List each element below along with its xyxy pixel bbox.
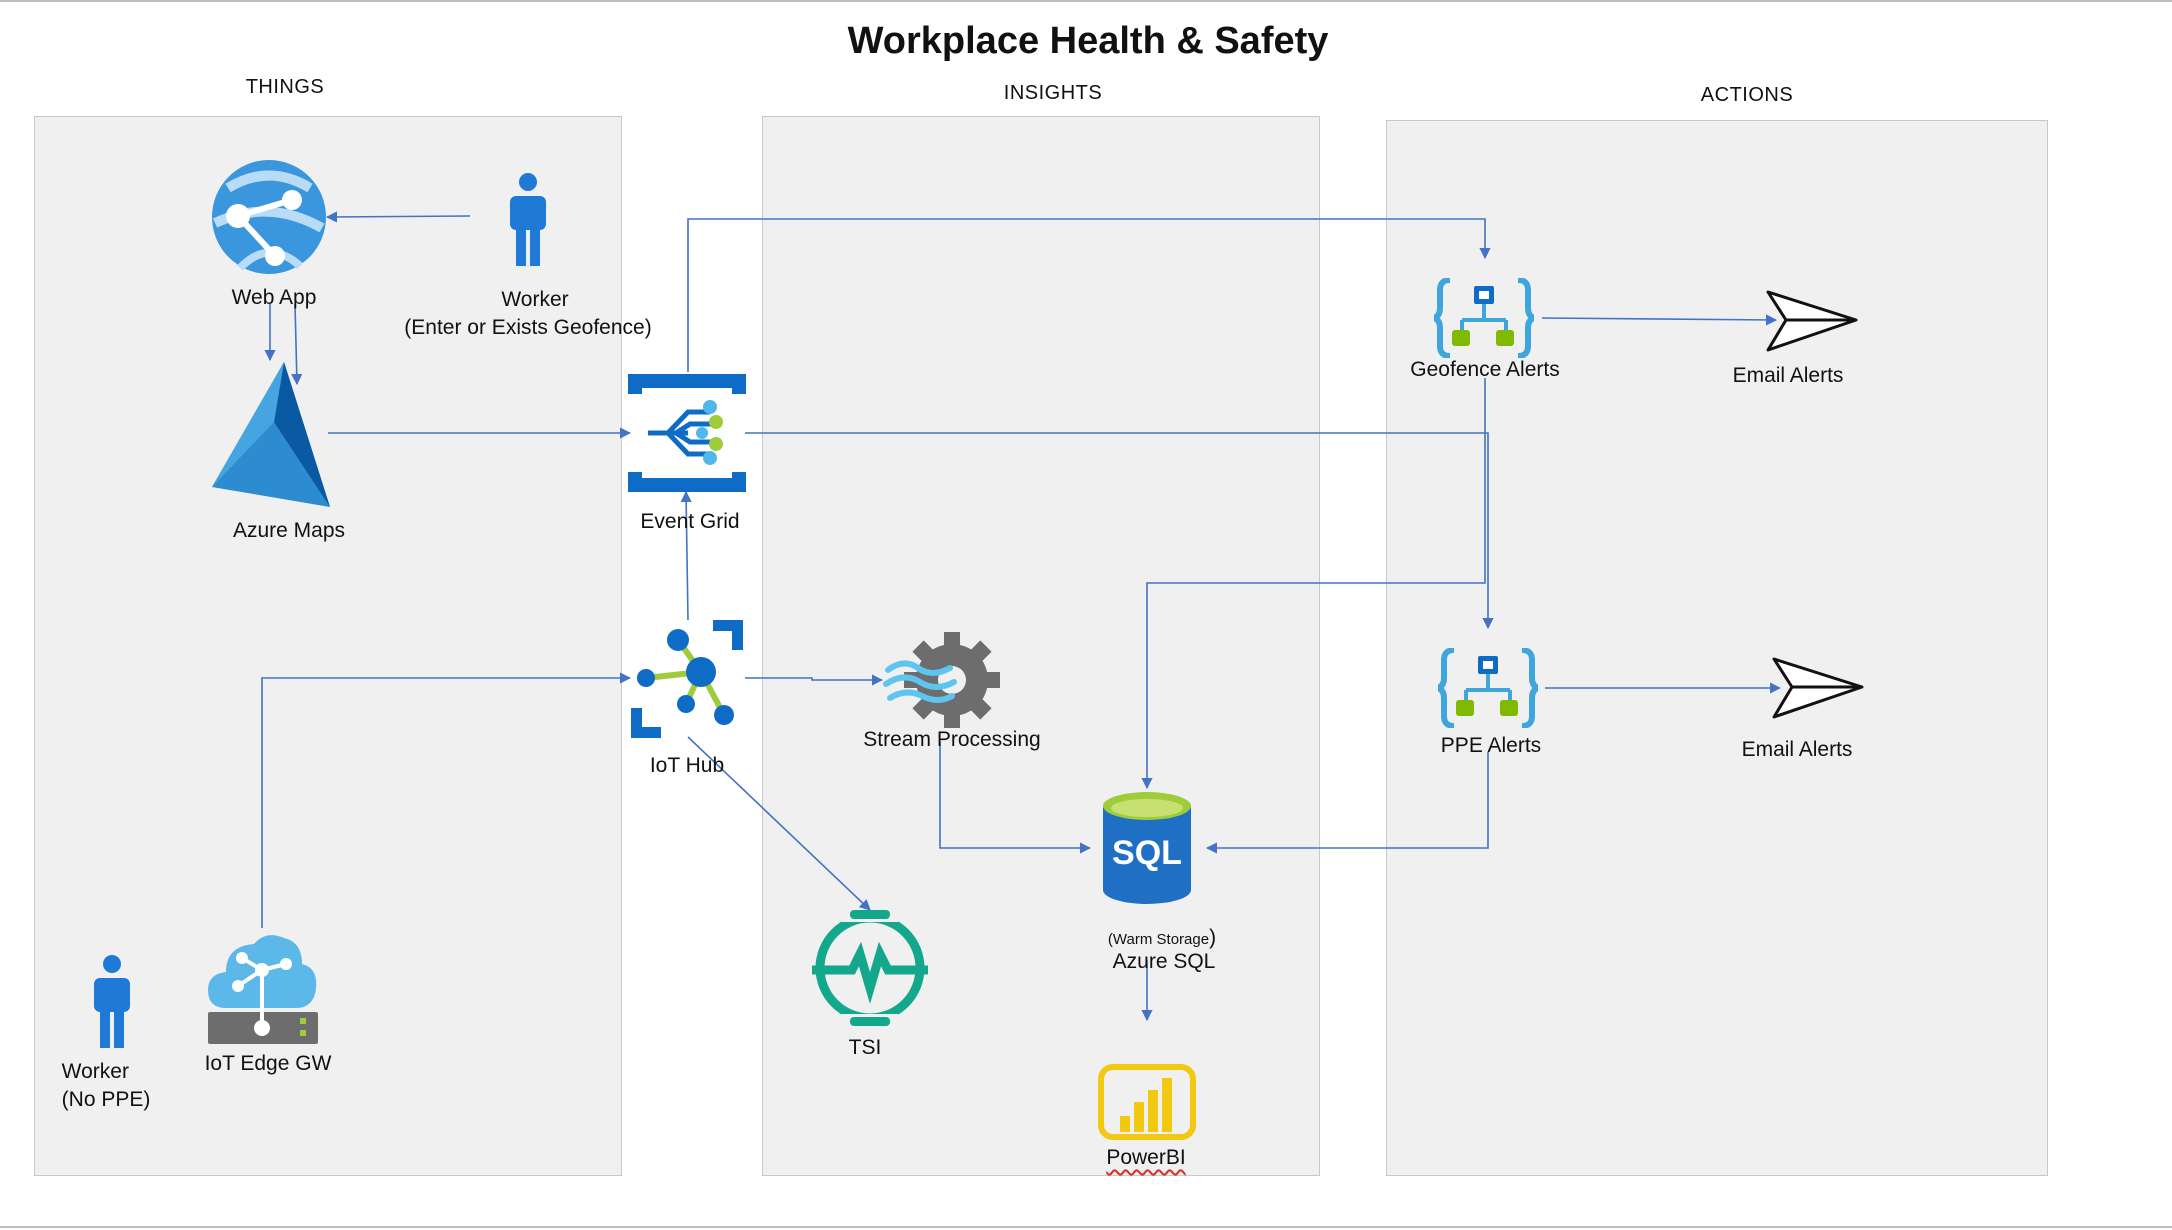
iot-edge-gw-label: IoT Edge GW — [204, 1052, 332, 1075]
iot-hub-icon — [631, 620, 743, 738]
worker-no-ppe-label: Worker (No PPE) — [62, 1058, 151, 1115]
worker-geofence-name: Worker — [501, 288, 569, 311]
worker-no-ppe-name: Worker — [61, 1060, 129, 1083]
azure-maps-label: Azure Maps — [232, 519, 346, 542]
warm-storage-text: (Warm Storage — [1107, 931, 1210, 948]
powerbi-label: PowerBI — [1106, 1144, 1185, 1172]
worker-geofence-label: Worker (Enter or Exists Geofence) — [404, 286, 651, 343]
connector-geofence-to-email — [1541, 314, 1778, 326]
azure-maps-icon — [212, 362, 330, 507]
geofence-alerts-label: Geofence Alerts — [1410, 358, 1560, 381]
connector-ppe-to-sql — [1205, 752, 1489, 854]
connector-iothub-to-tsi — [687, 736, 871, 911]
worker-geofence-note: (Enter or Exists Geofence) — [404, 316, 652, 340]
event-grid-icon — [628, 374, 746, 492]
connector-iothub-to-stream — [745, 674, 884, 686]
sql-glyph-text: SQL — [1112, 834, 1182, 872]
azure-sql-database-icon: SQL — [1103, 792, 1191, 904]
email-send-icon — [1772, 657, 1864, 719]
connector-eventgrid-to-geofence — [687, 218, 1491, 372]
section-header-insights: INSIGHTS — [1003, 82, 1103, 104]
tsi-label: TSI — [848, 1036, 882, 1059]
stream-processing-label: Stream Processing — [863, 728, 1041, 751]
warm-storage-paren: ) — [1209, 926, 1217, 949]
connector-stream-to-sql — [939, 742, 1092, 854]
email-alerts-label-2: Email Alerts — [1741, 738, 1853, 761]
panel-things — [34, 116, 622, 1176]
top-rule — [0, 0, 2172, 2]
stream-processing-gear-icon — [883, 632, 1000, 728]
geofence-alerts-logic-app-icon — [1434, 278, 1534, 358]
email-send-icon — [1766, 290, 1858, 352]
iot-hub-label: IoT Hub — [649, 754, 725, 777]
iot-edge-gateway-icon — [208, 935, 318, 1044]
ppe-alerts-label: PPE Alerts — [1440, 734, 1542, 757]
worker-geofence-person-icon — [510, 173, 546, 266]
connector-geofence-to-sql — [1141, 378, 1486, 790]
powerbi-icon — [1098, 1064, 1196, 1140]
section-header-actions: ACTIONS — [1700, 84, 1794, 106]
web-app-label: Web App — [231, 286, 317, 309]
connector-edgegw-to-iothub — [261, 672, 632, 928]
ppe-alerts-logic-app-icon — [1438, 648, 1538, 728]
panel-actions — [1386, 120, 2048, 1176]
event-grid-label: Event Grid — [640, 510, 740, 533]
worker-no-ppe-person-icon — [94, 955, 130, 1048]
warm-storage-label: (Warm Storage) — [1108, 924, 1216, 952]
azure-sql-label: Azure SQL — [1112, 950, 1216, 973]
connector-webapp-to-maps-2 — [291, 303, 303, 386]
tsi-icon — [812, 910, 928, 1026]
panel-insights — [762, 116, 1320, 1176]
connector-iothub-to-eventgrid — [680, 490, 692, 621]
bottom-rule — [0, 1226, 2172, 1228]
connector-worker-to-webapp — [325, 211, 471, 223]
worker-no-ppe-note: (No PPE) — [61, 1088, 151, 1112]
connector-eventgrid-to-ppe — [745, 432, 1494, 630]
email-alerts-label-1: Email Alerts — [1732, 364, 1844, 387]
web-app-icon — [212, 160, 326, 274]
section-header-things: THINGS — [245, 76, 325, 98]
powerbi-label-text: PowerBI — [1106, 1146, 1186, 1169]
diagram-title: Workplace Health & Safety — [847, 20, 1329, 62]
